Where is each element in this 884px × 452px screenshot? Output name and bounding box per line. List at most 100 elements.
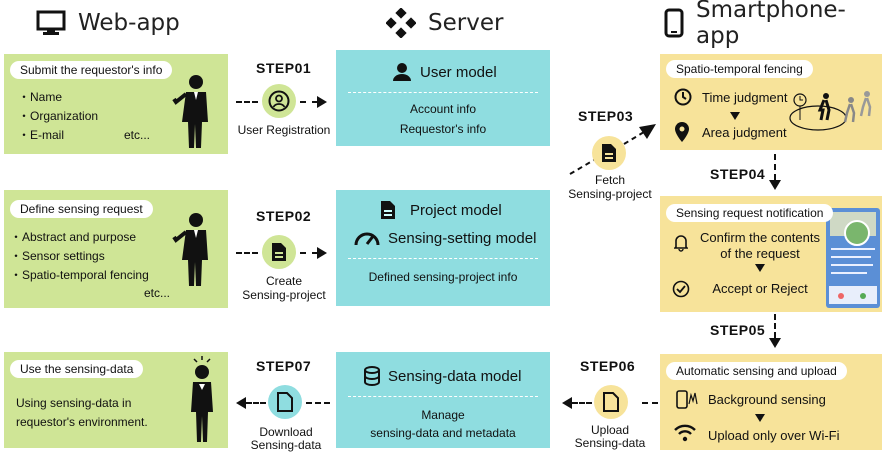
data-model-line: sensing-data and metadata bbox=[370, 426, 516, 440]
step-label: STEP07 bbox=[256, 358, 312, 374]
step-label: STEP04 bbox=[710, 166, 766, 182]
flow-dash bbox=[572, 402, 592, 404]
list-item: ・Sensor settings bbox=[10, 249, 105, 263]
arrow-right-icon bbox=[317, 247, 327, 259]
server-title: Server bbox=[428, 10, 504, 36]
desc-line: requestor's environment. bbox=[16, 415, 148, 429]
box-title: Submit the requestor's info bbox=[10, 61, 173, 79]
background-sensing-label: Background sensing bbox=[708, 392, 826, 407]
box-title: Sensing request notification bbox=[666, 204, 834, 222]
flow-dash bbox=[236, 252, 258, 254]
step-caption: Sensing-data bbox=[574, 436, 646, 450]
phone-fencing-box: Spatio-temporal fencing Time judgment Ar… bbox=[660, 54, 882, 150]
flow-dash bbox=[774, 314, 776, 338]
upload-document-icon bbox=[594, 385, 628, 419]
sensing-data-model-box: Sensing-data model Manage sensing-data a… bbox=[336, 352, 550, 448]
etc-label: etc... bbox=[144, 286, 171, 300]
flow-dash bbox=[300, 252, 318, 254]
area-judgment-label: Area judgment bbox=[702, 125, 787, 140]
server-logo-icon bbox=[386, 8, 416, 38]
box-title: Define sensing request bbox=[10, 200, 153, 218]
upload-wifi-label: Upload only over Wi-Fi bbox=[708, 428, 840, 443]
step-caption: User Registration bbox=[237, 123, 331, 137]
server-header: Server bbox=[386, 6, 503, 40]
box-title: Use the sensing-data bbox=[10, 360, 144, 378]
check-circle-icon bbox=[672, 280, 690, 298]
project-model-title: Project model bbox=[410, 202, 502, 219]
web-requestor-info-box: Submit the requestor's info ・Name ・Organ… bbox=[4, 54, 228, 154]
list-item: ・Name bbox=[18, 90, 63, 104]
list-item: ・Spatio-temporal fencing bbox=[10, 268, 149, 282]
time-judgment-label: Time judgment bbox=[702, 90, 788, 105]
location-pin-icon bbox=[675, 122, 689, 142]
document-icon bbox=[380, 200, 396, 220]
fence-walkers-icon bbox=[788, 88, 878, 132]
step-label: STEP01 bbox=[256, 60, 312, 76]
idea-person-icon bbox=[184, 356, 220, 446]
requestor-person-icon bbox=[172, 212, 216, 288]
arrow-left-icon bbox=[236, 397, 246, 409]
data-model-line: Manage bbox=[421, 408, 465, 422]
flow-dash bbox=[642, 402, 658, 404]
step-caption: Upload bbox=[590, 423, 630, 437]
down-triangle-icon bbox=[755, 264, 765, 272]
webapp-header: Web-app bbox=[36, 6, 180, 40]
webapp-title: Web-app bbox=[78, 10, 180, 36]
arrow-down-icon bbox=[769, 180, 781, 190]
box-title: Spatio-temporal fencing bbox=[666, 60, 813, 78]
step-caption: Sensing-project bbox=[242, 288, 326, 302]
smartphone-icon bbox=[664, 8, 684, 38]
user-registration-icon bbox=[262, 84, 296, 118]
flow-dash bbox=[246, 402, 266, 404]
user-model-box: User model Account info Requestor's info bbox=[336, 50, 550, 146]
phone-screenshot-thumbnail bbox=[826, 208, 880, 308]
step-label: STEP06 bbox=[580, 358, 636, 374]
wifi-icon bbox=[674, 424, 696, 442]
user-model-line: Requestor's info bbox=[399, 122, 487, 136]
project-model-line: Defined sensing-project info bbox=[368, 270, 518, 284]
user-model-title: User model bbox=[420, 64, 497, 81]
confirm-label: Confirm the contents bbox=[700, 230, 820, 245]
flow-dash bbox=[236, 101, 258, 103]
sensing-data-model-title: Sensing-data model bbox=[388, 368, 522, 385]
step-caption: Sensing-data bbox=[250, 438, 322, 452]
bell-icon bbox=[674, 234, 688, 252]
arrow-right-icon bbox=[317, 96, 327, 108]
project-model-box: Project model Sensing-setting model Defi… bbox=[336, 190, 550, 306]
step-caption: Sensing-project bbox=[568, 187, 652, 201]
list-item: ・E-mail bbox=[18, 128, 65, 142]
phone-signal-icon bbox=[676, 390, 698, 410]
step-caption: Create bbox=[265, 274, 303, 288]
sensing-setting-model-title: Sensing-setting model bbox=[388, 230, 537, 247]
speedometer-icon bbox=[354, 230, 380, 246]
database-icon bbox=[364, 366, 380, 386]
flow-dash bbox=[774, 154, 776, 180]
download-document-icon bbox=[268, 385, 302, 419]
user-model-line: Account info bbox=[409, 102, 477, 116]
monitor-icon bbox=[36, 10, 66, 36]
desc-line: Using sensing-data in bbox=[16, 396, 132, 410]
divider bbox=[348, 258, 538, 259]
step-label: STEP02 bbox=[256, 208, 312, 224]
phone-notification-box: Sensing request notification Confirm the… bbox=[660, 196, 882, 312]
user-icon bbox=[392, 62, 412, 82]
arrow-left-icon bbox=[562, 397, 572, 409]
arrow-down-icon bbox=[769, 338, 781, 348]
list-item: ・Organization bbox=[18, 109, 99, 123]
flow-dash bbox=[300, 101, 318, 103]
accept-reject-label: Accept or Reject bbox=[712, 281, 808, 296]
web-use-data-box: Use the sensing-data Using sensing-data … bbox=[4, 352, 228, 448]
phone-upload-box: Automatic sensing and upload Background … bbox=[660, 354, 882, 450]
create-document-icon bbox=[262, 235, 296, 269]
requestor-person-icon bbox=[172, 74, 216, 150]
smartphone-title: Smartphone-app bbox=[696, 0, 846, 49]
divider bbox=[348, 92, 538, 93]
step-label: STEP03 bbox=[578, 108, 634, 124]
box-title: Automatic sensing and upload bbox=[666, 362, 847, 380]
confirm-label: of the request bbox=[720, 246, 800, 261]
divider bbox=[348, 396, 538, 397]
fetch-document-icon bbox=[592, 136, 626, 170]
etc-label: etc... bbox=[124, 128, 151, 142]
down-triangle-icon bbox=[755, 414, 765, 422]
web-sensing-request-box: Define sensing request ・Abstract and pur… bbox=[4, 190, 228, 308]
